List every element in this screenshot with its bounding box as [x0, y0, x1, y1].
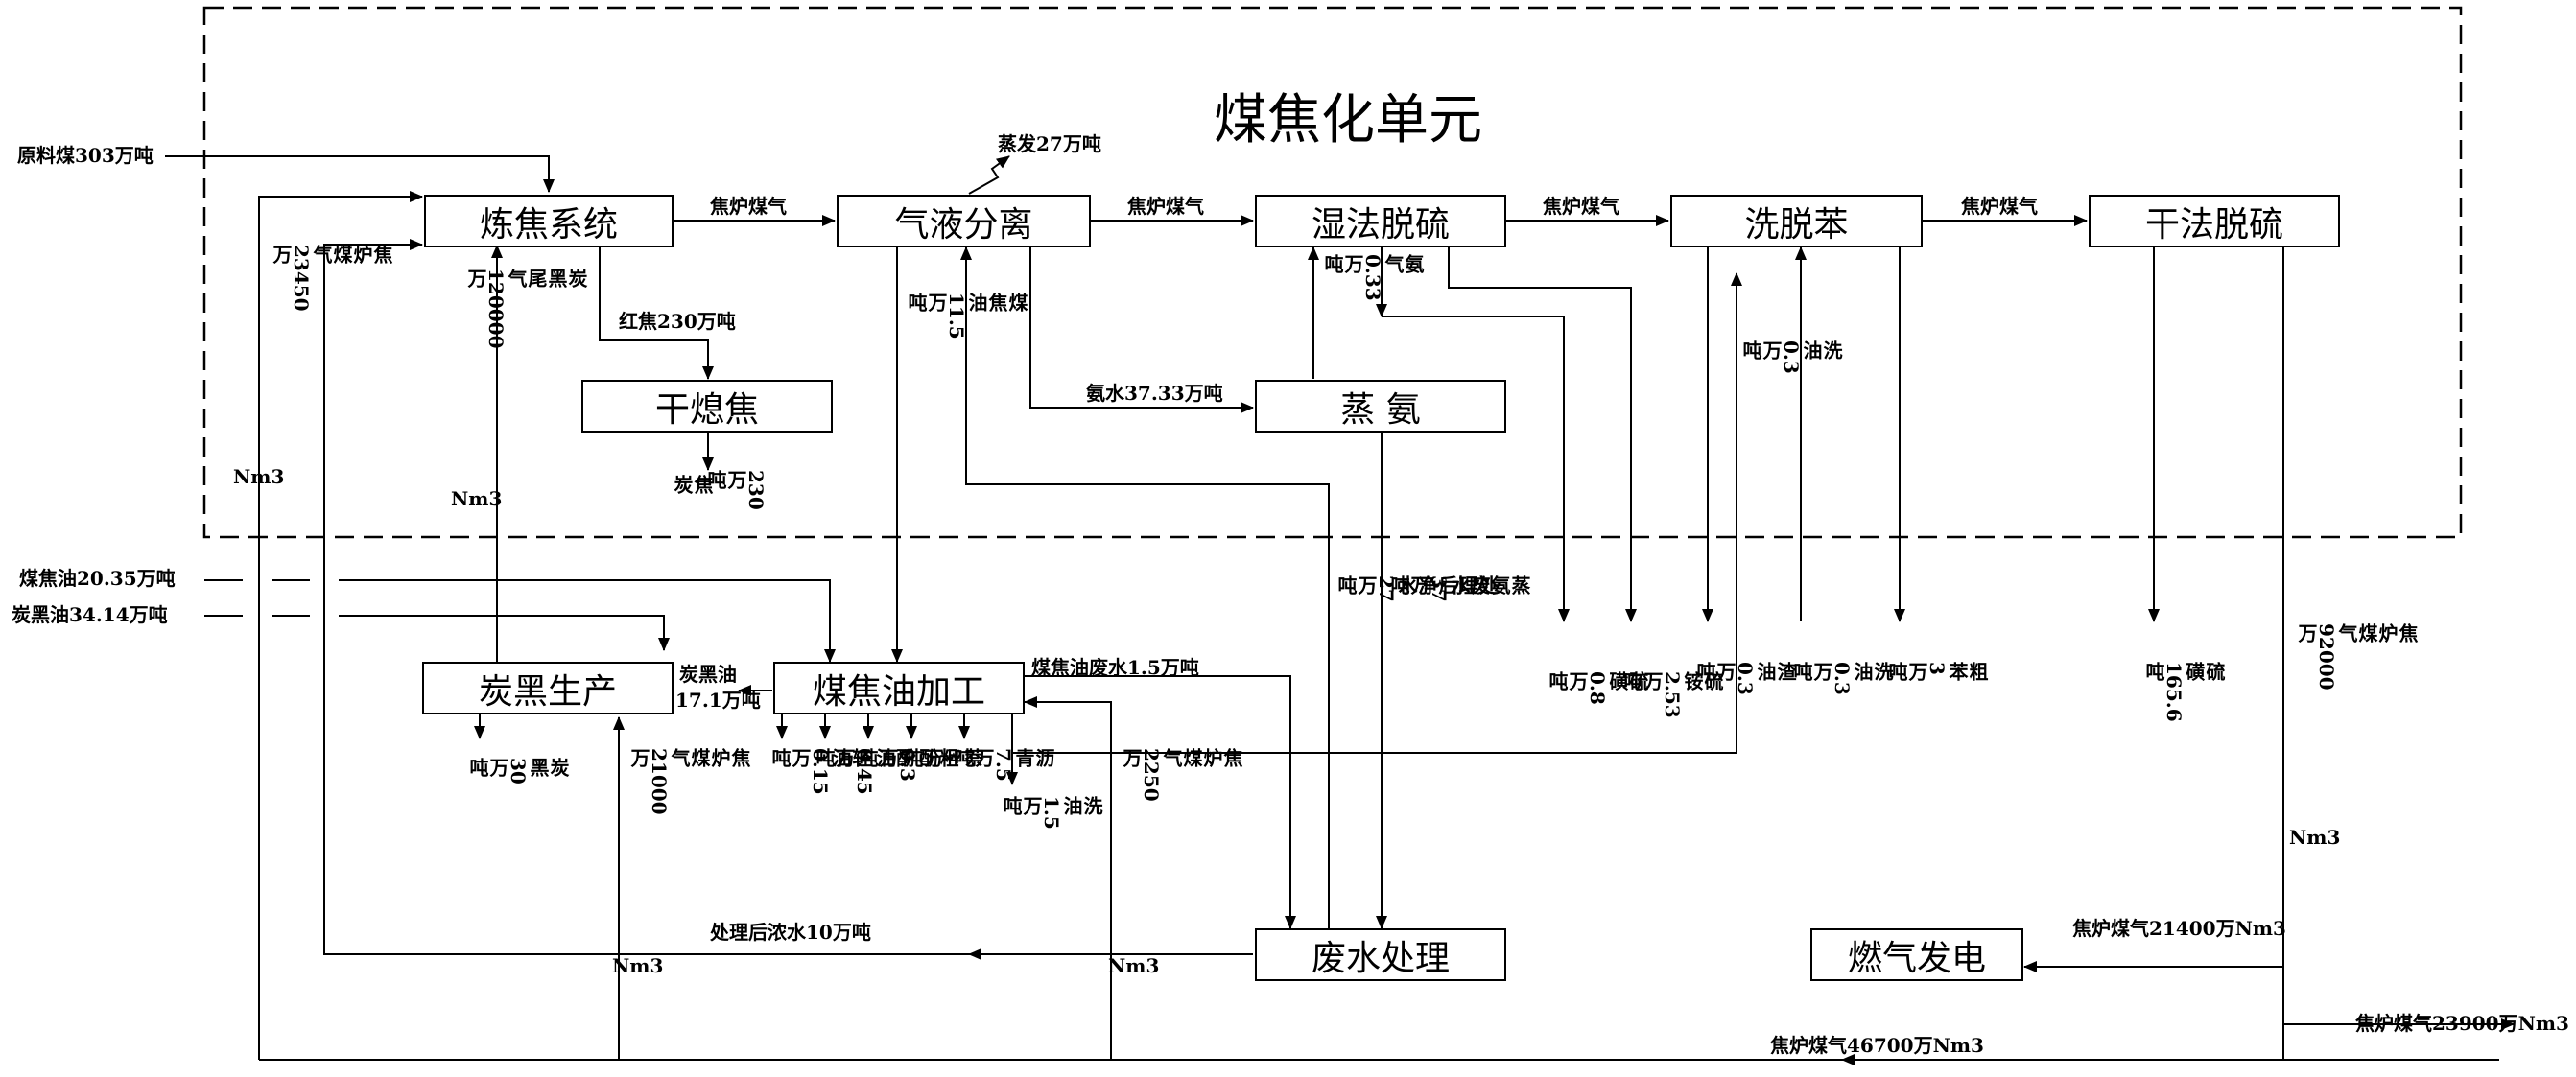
wastewater-treatment-box: 废水处理 [1255, 928, 1506, 981]
unit-title: 煤焦化单元 [1214, 89, 1482, 152]
dry-coke-quenching-box: 干熄焦 [581, 380, 833, 433]
unit-boundary [202, 6, 2463, 539]
debenzolization-box: 洗脱苯 [1670, 195, 1923, 247]
gas-46700-label: 焦炉煤气46700万Nm3 [1770, 1034, 1984, 1057]
tail-gas-label: 炭 黑 尾 气 120000 万 [464, 269, 588, 349]
treated-concentrate-label: 处理后浓水10万吨 [710, 921, 871, 944]
coal-tar-processing-box: 煤焦油加工 [773, 662, 1025, 714]
ammonia-water-label: 氨水37.33万吨 [1086, 382, 1223, 405]
coke-label-a: 焦 炭 [671, 475, 714, 494]
light-oil-label: 轻 油 0.15 万 吨 [768, 748, 872, 795]
gas-92000-unit: Nm3 [2289, 826, 2341, 849]
wash-oil-out-label: 洗 油 0.3 万 吨 [1790, 662, 1894, 695]
tar-wastewater-label: 煤焦油废水1.5万吨 [1031, 656, 1199, 679]
sulfur-label: 硫 磺 0.8 万 吨 [1546, 671, 1649, 705]
raw-coal-label: 原料煤303万吨 [17, 144, 154, 167]
wet-desulfurization-box: 湿法脱硫 [1255, 195, 1506, 247]
gas-2250-label: 焦 炉 煤 气 2250 万 [1120, 748, 1243, 802]
gas-23450-label: 焦 炉 煤 气 23450 万 [270, 245, 393, 312]
carbon-oil-17-amount: 17.1万吨 [675, 689, 761, 712]
sulfur-165-label: 硫 磺 165.6 吨 [2142, 662, 2226, 722]
gas-label-3: 焦炉煤气 [1543, 195, 1619, 218]
ammonia-stripping-box: 蒸 氨 [1255, 380, 1506, 433]
gas-23900-label: 焦炉煤气23900万Nm3 [2355, 1012, 2569, 1035]
ammonia-wastewater-label: 蒸 氨 废 水 37 万 吨 [1387, 575, 1531, 602]
treated-clean-water-label: 处 理 后 净 水 27 万 吨 [1335, 575, 1499, 602]
evaporation-label: 蒸发27万吨 [998, 132, 1101, 155]
gas-21000-label: 焦 炉 煤 气 21000 万 [627, 748, 751, 815]
pitch-label: 沥 青 7.5 万 吨 [952, 748, 1055, 782]
dry-desulfurization-box: 干法脱硫 [2089, 195, 2340, 247]
gas-21000-unit: Nm3 [612, 954, 664, 977]
gas-21400-label: 焦炉煤气21400万Nm3 [2072, 917, 2286, 940]
gas-23450-unit: Nm3 [233, 465, 285, 488]
ammonia-gas-label: 氨 气 0.33 万 吨 [1321, 254, 1425, 301]
ammonium-sulfate-label: 硫 铵 2.53 万 吨 [1620, 671, 1724, 718]
gas-92000-label: 焦 炉 煤 气 92000 万 [2295, 623, 2419, 691]
crude-benzene-label: 粗 苯 3 万 吨 [1885, 662, 1989, 681]
gas-label-1: 焦炉煤气 [710, 195, 787, 218]
gas-power-generation-box: 燃气发电 [1810, 928, 2023, 981]
gas-label-2: 焦炉煤气 [1127, 195, 1204, 218]
coal-tar-flow-label: 煤 焦 油 11.5 万 吨 [905, 293, 1028, 339]
tail-gas-unit: Nm3 [451, 487, 503, 510]
coal-tar-input-label: 煤焦油20.35万吨 [19, 567, 176, 590]
carbon-black-production-box: 炭黑生产 [422, 662, 674, 714]
gas-liquid-separation-box: 气液分离 [837, 195, 1091, 247]
wash-oil-15-label: 洗 油 1.5 万 吨 [1000, 796, 1103, 830]
coke-label-b: 230 万 吨 [704, 470, 768, 510]
carbon-oil-input-label: 炭黑油34.14万吨 [12, 603, 168, 626]
coking-system-box: 炼焦系统 [424, 195, 674, 247]
red-coke-label: 红焦230万吨 [619, 310, 736, 333]
carbon-oil-17-label: 炭黑油 [679, 663, 737, 686]
phenol-oil-label: 酚 油 0.45 万 吨 [813, 748, 916, 795]
crude-phenol-label: 粗 酚 0.3 万 吨 [856, 748, 959, 782]
slag-oil-label: 渣 油 0.3 万 吨 [1693, 662, 1797, 695]
carbon-black-label: 炭 黑 30 万 吨 [466, 758, 570, 784]
gas-label-4: 焦炉煤气 [1961, 195, 2038, 218]
naphthalene-label: 萘 3 万 吨 [901, 748, 984, 767]
gas-2250-unit: Nm3 [1108, 954, 1160, 977]
wash-oil-in-label: 洗 油 0.3 万 吨 [1739, 340, 1843, 374]
